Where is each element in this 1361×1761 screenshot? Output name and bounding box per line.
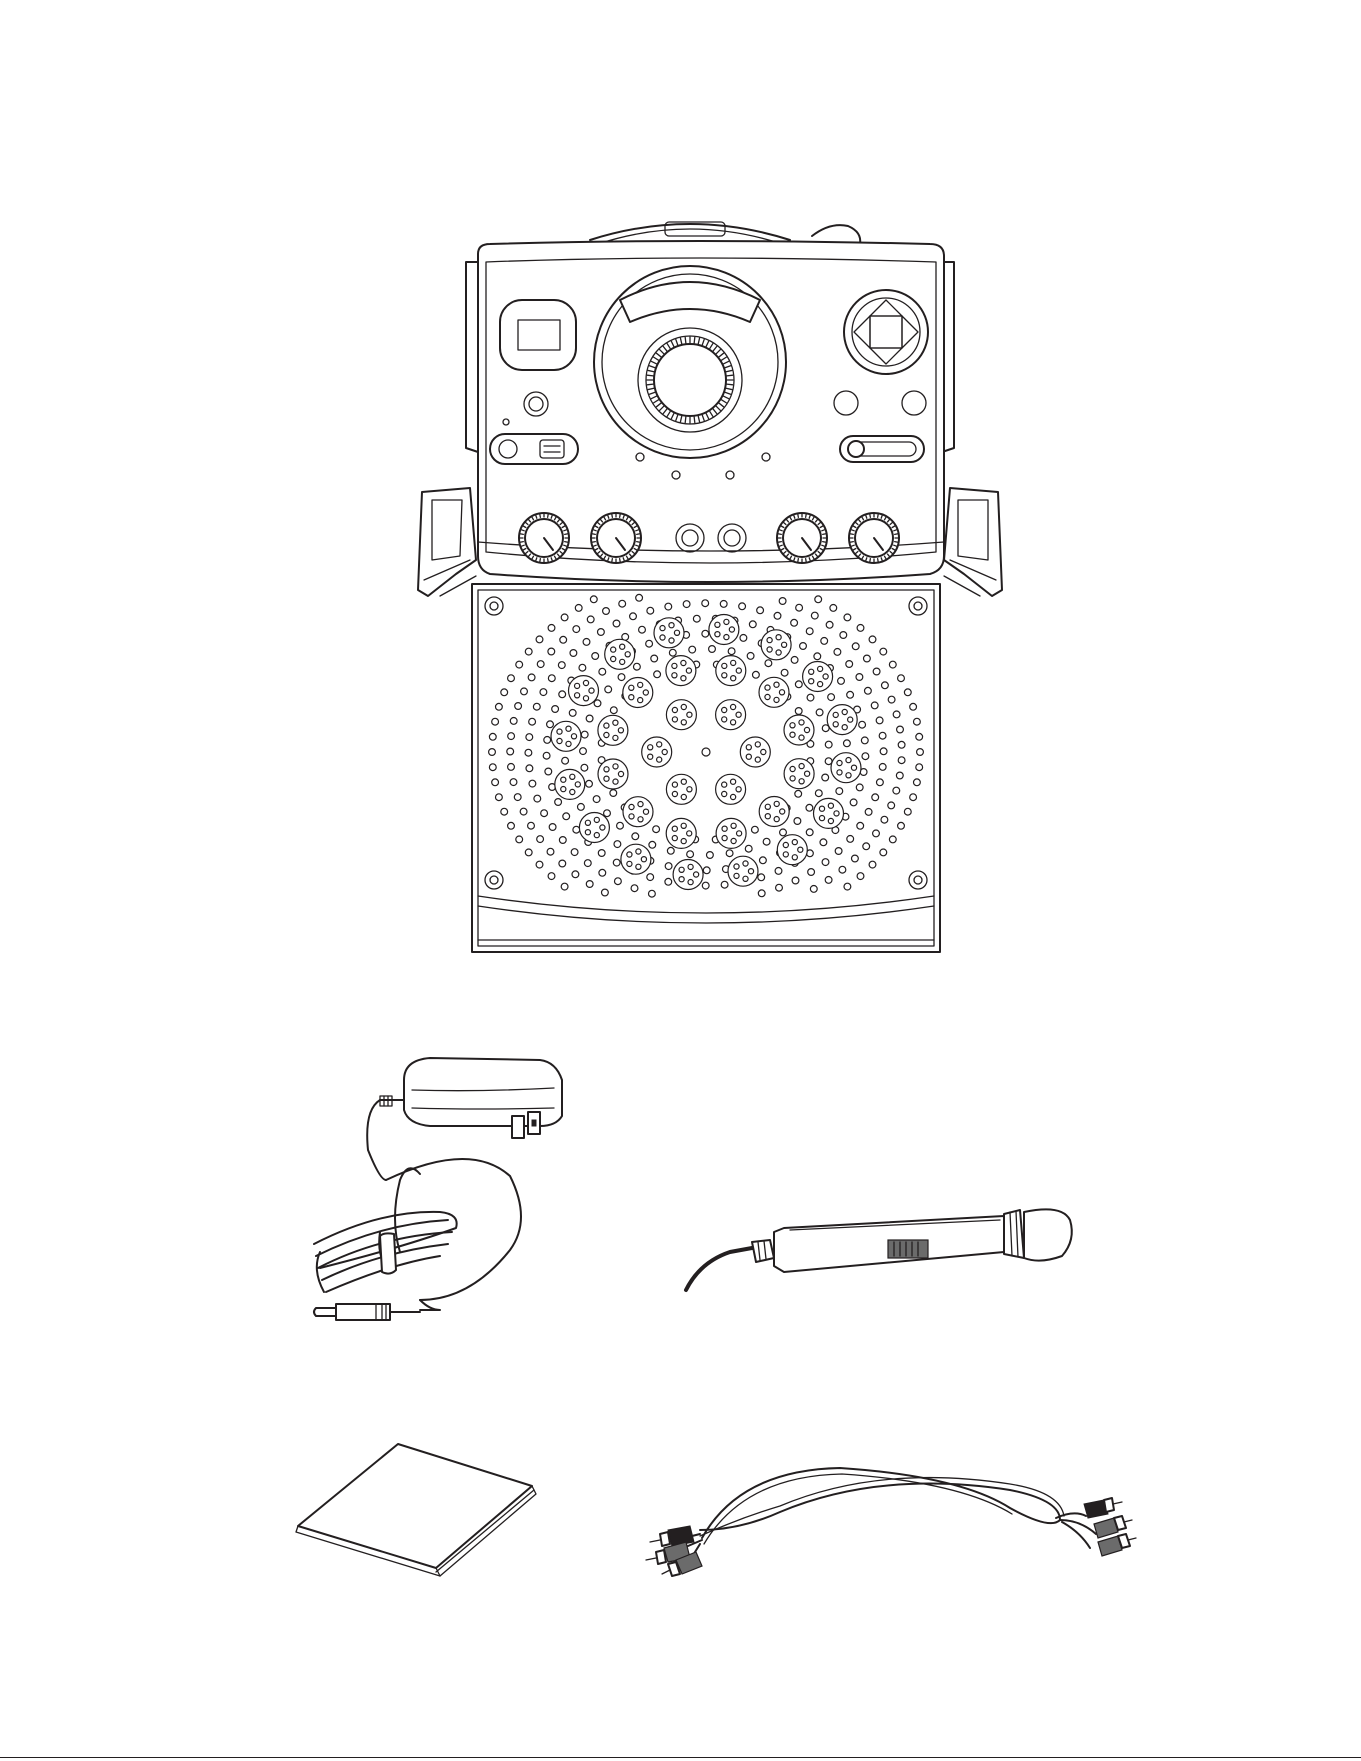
rca-av-cable-illustration [646,1468,1136,1576]
karaoke-machine-illustration [418,222,1002,952]
page-footer [0,1757,1361,1761]
instruction-manual-illustration [296,1444,536,1576]
footer-rule [0,1757,1361,1758]
ac-power-adapter-illustration [314,1058,562,1320]
wired-microphone-illustration [686,1209,1072,1290]
